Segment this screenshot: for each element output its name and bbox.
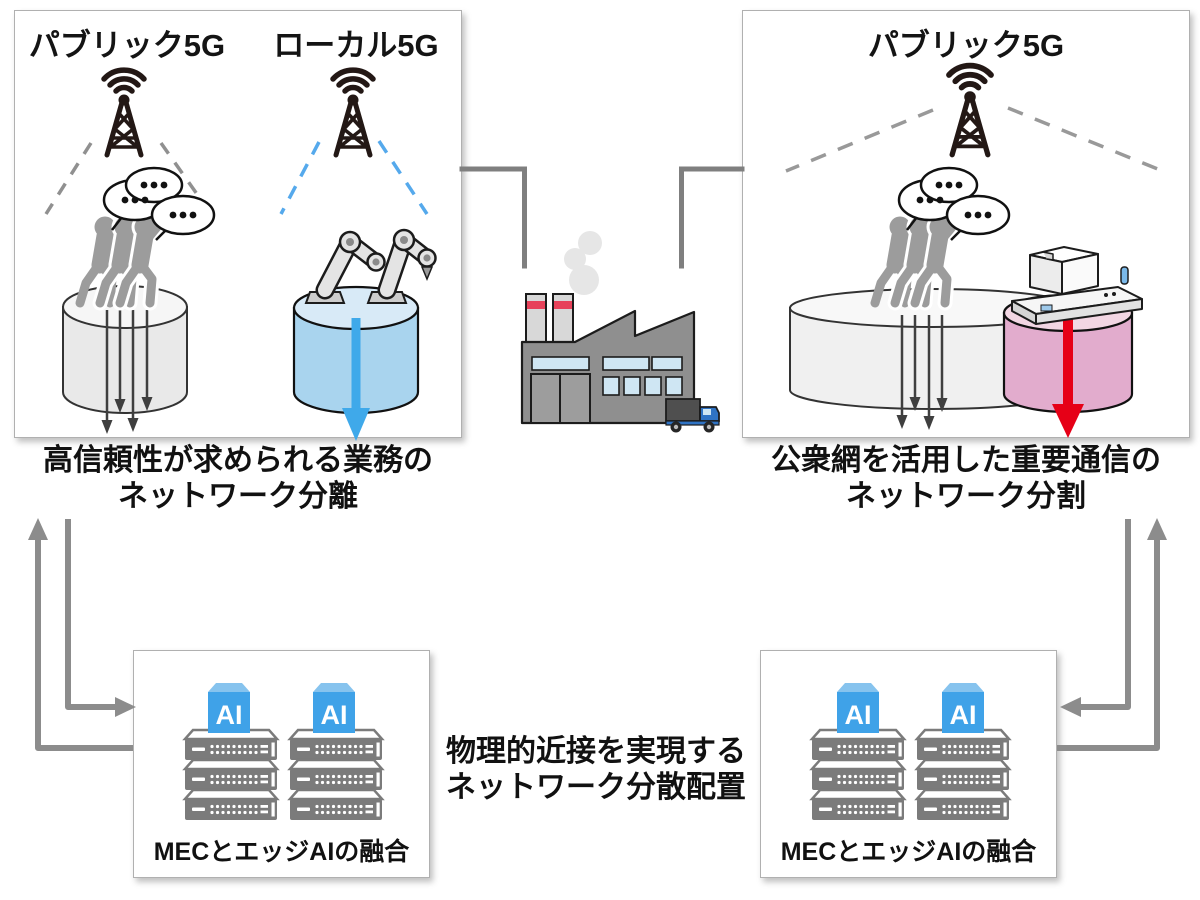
- loop-arrow-up-left: [28, 518, 133, 751]
- title-local-5g: ローカル5G: [273, 28, 439, 63]
- caption-line: 物理的近接を実現する: [446, 735, 746, 768]
- panel-public-local-5g: [14, 10, 462, 438]
- loop-arrow-down-right: [1060, 519, 1131, 717]
- loop-arrow-up-right: [1057, 518, 1167, 751]
- title-public-5g-right: パブリック5G: [867, 28, 1065, 63]
- caption-line: 高信頼性が求められる業務の: [43, 444, 433, 477]
- caption-line: 公衆網を活用した重要通信の: [771, 444, 1161, 477]
- caption-network-separation: 高信頼性が求められる業務の ネットワーク分離: [14, 443, 462, 515]
- caption-line: ネットワーク分離: [118, 480, 358, 513]
- truck-icon: [665, 398, 720, 433]
- caption-mec-edge-ai-right: MECとエッジAIの融合: [780, 838, 1037, 866]
- title-public-5g-left: パブリック5G: [28, 28, 226, 63]
- caption-line: ネットワーク分割: [846, 480, 1086, 513]
- loop-arrow-down-left: [65, 519, 136, 717]
- panel-public-5g-slicing: [742, 10, 1190, 438]
- caption-network-slicing: 公衆網を活用した重要通信の ネットワーク分割: [742, 443, 1190, 515]
- factory-connector-lines: [459, 166, 745, 269]
- caption-mec-edge-ai-left: MECとエッジAIの融合: [153, 838, 410, 866]
- caption-distributed-network: 物理的近接を実現する ネットワーク分散配置: [430, 734, 762, 806]
- caption-line: ネットワーク分散配置: [446, 771, 746, 804]
- factory-icon: [520, 231, 696, 425]
